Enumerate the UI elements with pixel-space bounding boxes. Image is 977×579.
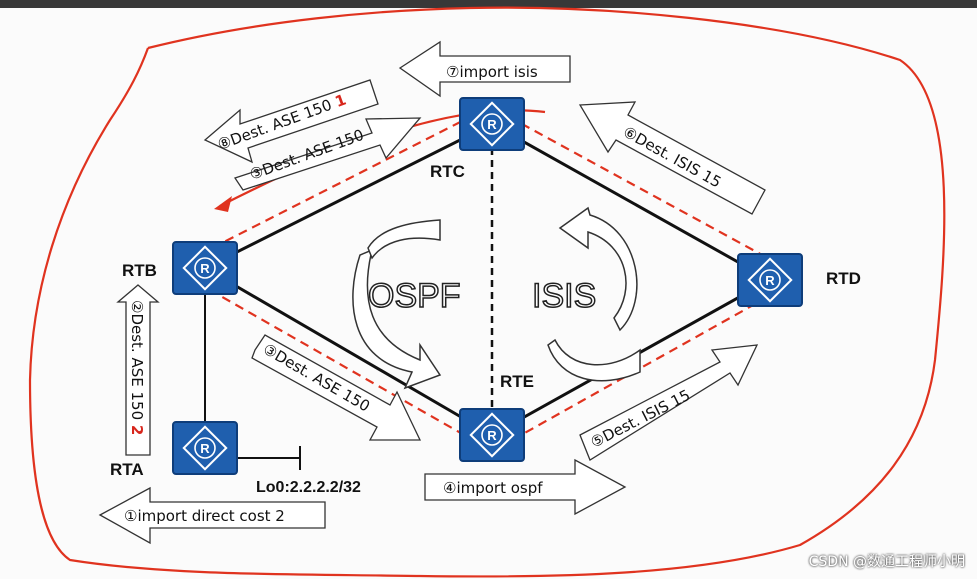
router-glyph: R — [487, 428, 497, 443]
links — [204, 122, 771, 470]
watermark: CSDN @数通工程师小明 — [808, 554, 965, 570]
label-rtc: RTC — [430, 162, 465, 181]
area-label-isis: ISIS — [532, 277, 596, 315]
arrow-2-text: ②Dest. ASE 150 2 — [128, 300, 146, 435]
label-rta: RTA — [110, 460, 144, 479]
router-glyph: R — [200, 261, 210, 276]
arrow-1-shape — [98, 486, 326, 545]
arrow-3-bottom-shape — [251, 334, 422, 441]
arrow-5-text: ⑤Dest. ISIS 15 — [588, 386, 693, 452]
arrow-8-shape — [203, 79, 379, 164]
label-rte: RTE — [500, 372, 534, 391]
label-rtd: RTD — [826, 269, 861, 288]
router-glyph: R — [487, 117, 497, 132]
label-rtb: RTB — [122, 261, 157, 280]
arrow-2-shape — [116, 284, 160, 456]
arrow-7-text: ⑦import isis — [446, 63, 538, 81]
link-rtc-rtd — [491, 122, 771, 282]
arrow-3-top-shape — [233, 117, 422, 191]
red-arrowhead — [214, 196, 232, 212]
ospf-rotation-symbol — [352, 219, 442, 390]
arrow-4-text: ④import ospf — [443, 479, 543, 497]
arrow-6-text: ⑥Dest. ISIS 15 — [620, 123, 724, 192]
arrow-7-shape — [398, 40, 571, 98]
arrow-4-shape — [424, 458, 627, 516]
cropped-title-strip — [0, 0, 977, 8]
area-label-ospf: OSPF — [368, 277, 461, 315]
router-glyph: R — [765, 273, 775, 288]
arrow-6-shape — [578, 101, 766, 215]
loopback-label: Lo0:2.2.2.2/32 — [256, 479, 361, 496]
link-rtb-rtc — [204, 122, 493, 270]
red-outline-annotation — [28, 6, 946, 578]
arrow-1-text: ①import direct cost 2 — [124, 507, 285, 525]
link-rtb-rte — [204, 266, 493, 437]
arrow-5-shape — [579, 344, 759, 461]
router-glyph: R — [200, 441, 210, 456]
isis-rotation-symbol — [547, 206, 641, 382]
